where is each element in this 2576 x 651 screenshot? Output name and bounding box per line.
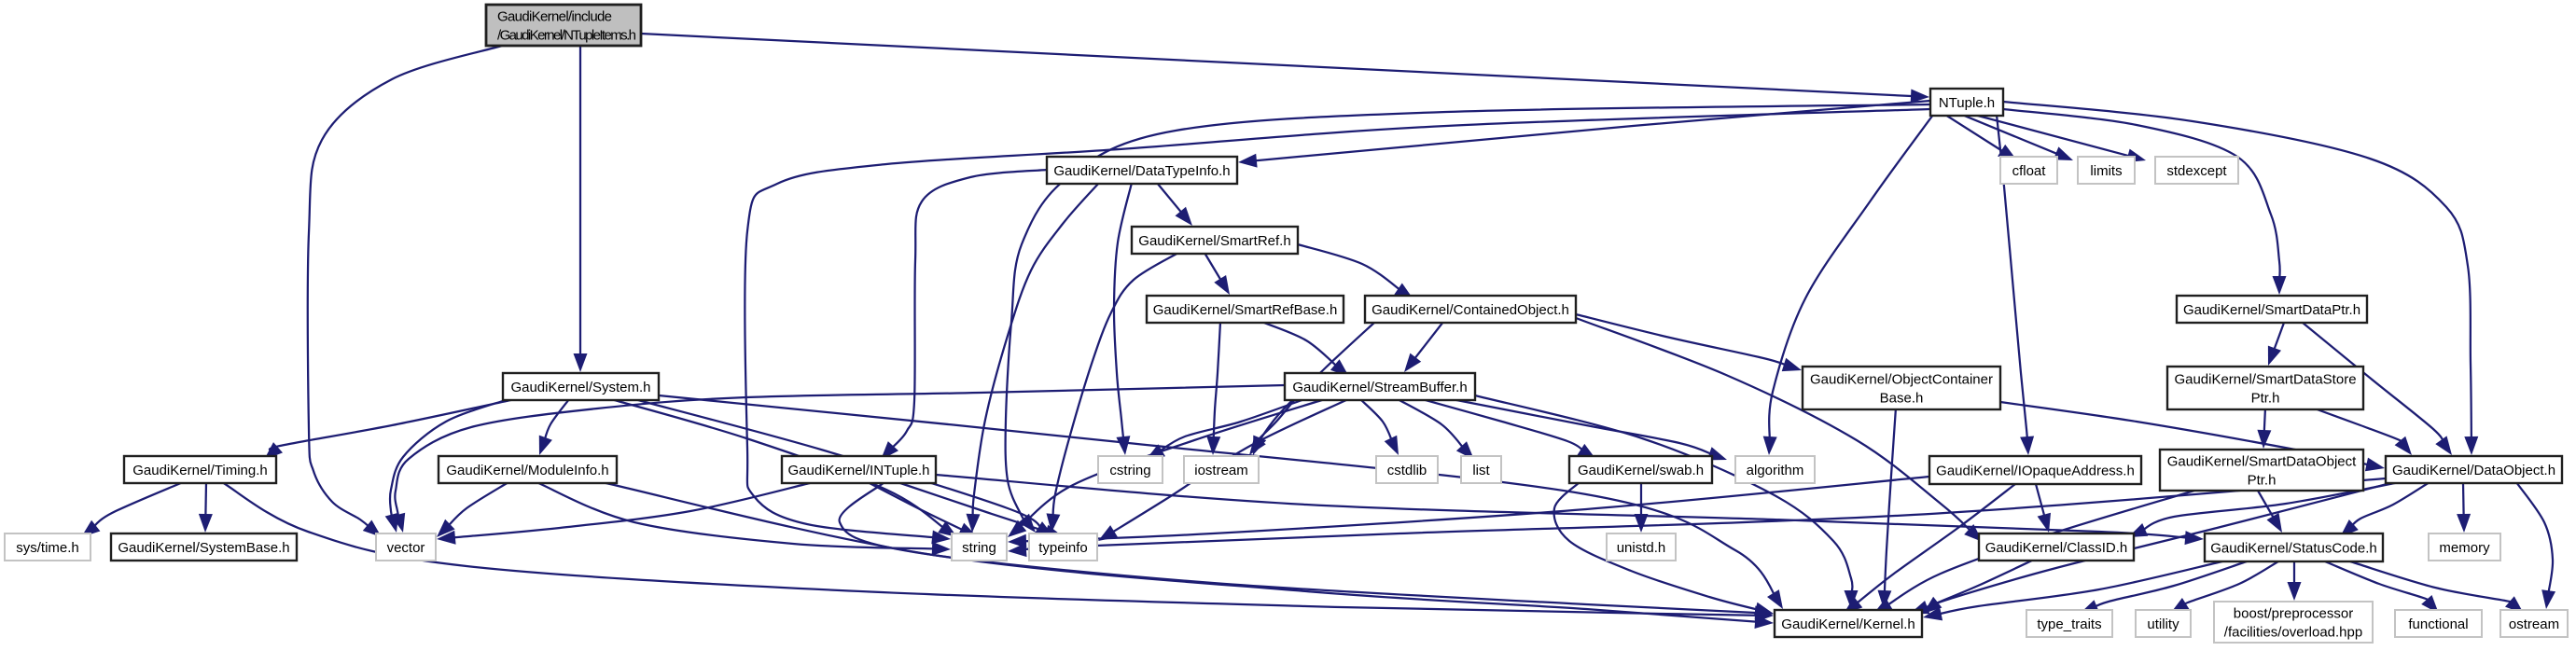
svg-text:Ptr.h: Ptr.h: [2251, 390, 2280, 406]
svg-text:vector: vector: [387, 540, 425, 556]
svg-text:GaudiKernel/IOpaqueAddress.h: GaudiKernel/IOpaqueAddress.h: [1936, 463, 2135, 478]
svg-text:string: string: [962, 540, 996, 556]
svg-text:NTuple.h: NTuple.h: [1939, 95, 1995, 111]
svg-text:boost/preprocessor: boost/preprocessor: [2234, 605, 2353, 621]
svg-text:cfloat: cfloat: [2012, 163, 2047, 179]
svg-text:typeinfo: typeinfo: [1038, 540, 1088, 556]
svg-text:GaudiKernel/ModuleInfo.h: GaudiKernel/ModuleInfo.h: [446, 463, 608, 478]
svg-text:algorithm: algorithm: [1747, 463, 1804, 478]
svg-text:unistd.h: unistd.h: [1617, 540, 1666, 556]
svg-text:/GaudiKernel/NTupleItems.h: /GaudiKernel/NTupleItems.h: [497, 27, 636, 43]
svg-text:functional: functional: [2408, 616, 2468, 632]
svg-text:stdexcept: stdexcept: [2166, 163, 2227, 179]
svg-text:GaudiKernel/ClassID.h: GaudiKernel/ClassID.h: [1985, 540, 2128, 556]
svg-text:GaudiKernel/SmartRefBase.h: GaudiKernel/SmartRefBase.h: [1153, 302, 1338, 318]
svg-text:GaudiKernel/Kernel.h: GaudiKernel/Kernel.h: [1781, 616, 1915, 632]
svg-text:ostream: ostream: [2509, 616, 2559, 632]
svg-text:cstdlib: cstdlib: [1387, 463, 1427, 478]
svg-text:GaudiKernel/Timing.h: GaudiKernel/Timing.h: [132, 463, 268, 478]
svg-text:sys/time.h: sys/time.h: [16, 540, 79, 556]
svg-text:cstring: cstring: [1109, 463, 1150, 478]
svg-text:GaudiKernel/StatusCode.h: GaudiKernel/StatusCode.h: [2210, 540, 2376, 556]
svg-text:/facilities/overload.hpp: /facilities/overload.hpp: [2224, 624, 2362, 640]
svg-text:utility: utility: [2147, 616, 2179, 632]
svg-text:GaudiKernel/SmartDataObject: GaudiKernel/SmartDataObject: [2167, 453, 2357, 469]
svg-text:GaudiKernel/swab.h: GaudiKernel/swab.h: [1578, 463, 1704, 478]
svg-text:iostream: iostream: [1194, 463, 1248, 478]
svg-text:GaudiKernel/DataObject.h: GaudiKernel/DataObject.h: [2392, 463, 2555, 478]
svg-text:GaudiKernel/SmartDataStore: GaudiKernel/SmartDataStore: [2174, 371, 2356, 387]
svg-text:GaudiKernel/include: GaudiKernel/include: [497, 8, 612, 24]
svg-text:GaudiKernel/SmartDataPtr.h: GaudiKernel/SmartDataPtr.h: [2183, 302, 2360, 318]
svg-text:GaudiKernel/INTuple.h: GaudiKernel/INTuple.h: [787, 463, 929, 478]
svg-text:memory: memory: [2439, 540, 2490, 556]
svg-text:Base.h: Base.h: [1880, 390, 1924, 406]
svg-text:GaudiKernel/System.h: GaudiKernel/System.h: [510, 380, 650, 395]
svg-text:limits: limits: [2090, 163, 2122, 179]
svg-text:type_traits: type_traits: [2037, 616, 2101, 632]
svg-text:GaudiKernel/SystemBase.h: GaudiKernel/SystemBase.h: [118, 540, 289, 556]
svg-text:GaudiKernel/StreamBuffer.h: GaudiKernel/StreamBuffer.h: [1292, 380, 1467, 395]
svg-text:GaudiKernel/ObjectContainer: GaudiKernel/ObjectContainer: [1810, 371, 1993, 387]
svg-text:list: list: [1472, 463, 1490, 478]
svg-text:GaudiKernel/ContainedObject.h: GaudiKernel/ContainedObject.h: [1372, 302, 1569, 318]
svg-text:Ptr.h: Ptr.h: [2248, 472, 2277, 488]
svg-text:GaudiKernel/DataTypeInfo.h: GaudiKernel/DataTypeInfo.h: [1053, 163, 1230, 179]
svg-text:GaudiKernel/SmartRef.h: GaudiKernel/SmartRef.h: [1138, 233, 1290, 249]
